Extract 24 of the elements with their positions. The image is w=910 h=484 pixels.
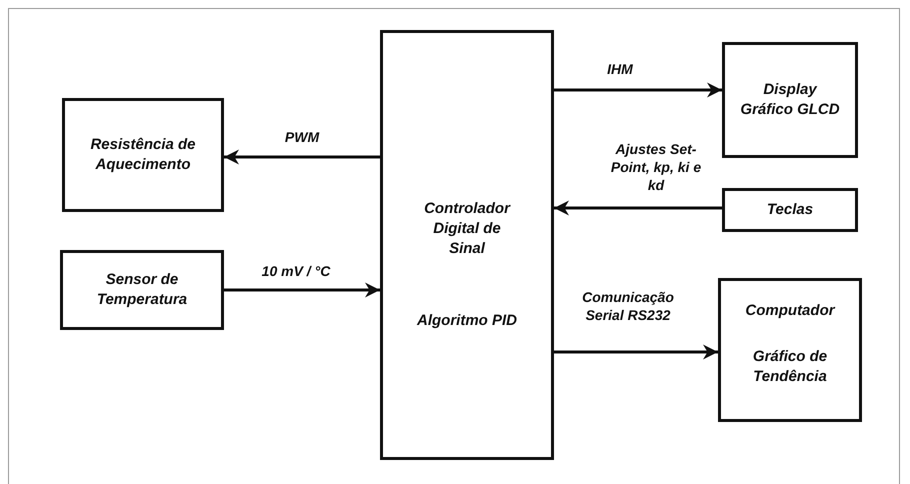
arrow	[224, 150, 380, 164]
edge-label: 10 mV / °C	[260, 262, 332, 280]
block-box	[722, 42, 858, 158]
block-box	[380, 30, 554, 460]
arrow	[554, 82, 722, 98]
block-label: Gráfico de Tendência	[752, 347, 828, 387]
arrow	[224, 282, 380, 298]
edge-label: IHM	[606, 60, 634, 78]
block-label: Display Gráfico GLCD	[739, 80, 841, 120]
block-label: Teclas	[766, 200, 814, 220]
block-label: Sensor de Temperatura	[96, 270, 188, 310]
block-box	[62, 98, 224, 212]
block-label: Computador	[745, 301, 835, 321]
block-box	[718, 278, 862, 422]
arrow	[554, 344, 718, 360]
edge-label: Comunicação Serial RS232	[581, 288, 675, 324]
block-box	[722, 188, 858, 232]
block-label: Resistência de Aquecimento	[90, 135, 196, 175]
edge-label: PWM	[284, 128, 320, 146]
edge-label: Ajustes Set-Point, kp, ki e kd	[610, 140, 702, 194]
block-label: Algoritmo PID	[417, 311, 517, 331]
arrow	[554, 200, 722, 216]
block-label: Controlador Digital de Sinal	[423, 199, 512, 259]
block-box	[60, 250, 224, 330]
